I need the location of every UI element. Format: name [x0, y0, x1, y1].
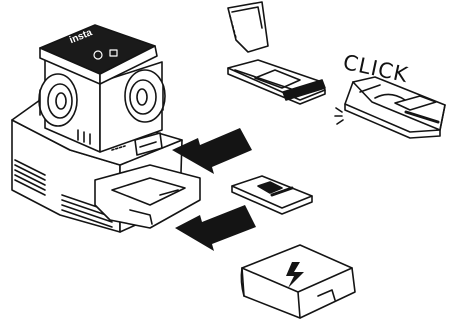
- camera-robot-icon: [11, 24, 201, 233]
- left-lens-icon: [38, 73, 78, 127]
- memory-card-tray-icon: [344, 76, 446, 139]
- right-lens-icon: [124, 69, 166, 123]
- arrow-icon: [175, 205, 256, 251]
- arrow-icon: [172, 128, 252, 174]
- lightning-icon: [286, 262, 304, 288]
- memory-card-icon: [231, 175, 313, 215]
- click-spark-icon: [334, 107, 344, 125]
- memory-card-tray-icon: [227, 1, 326, 105]
- battery-pack-icon: [240, 244, 356, 319]
- side-vent-icon: [14, 159, 46, 196]
